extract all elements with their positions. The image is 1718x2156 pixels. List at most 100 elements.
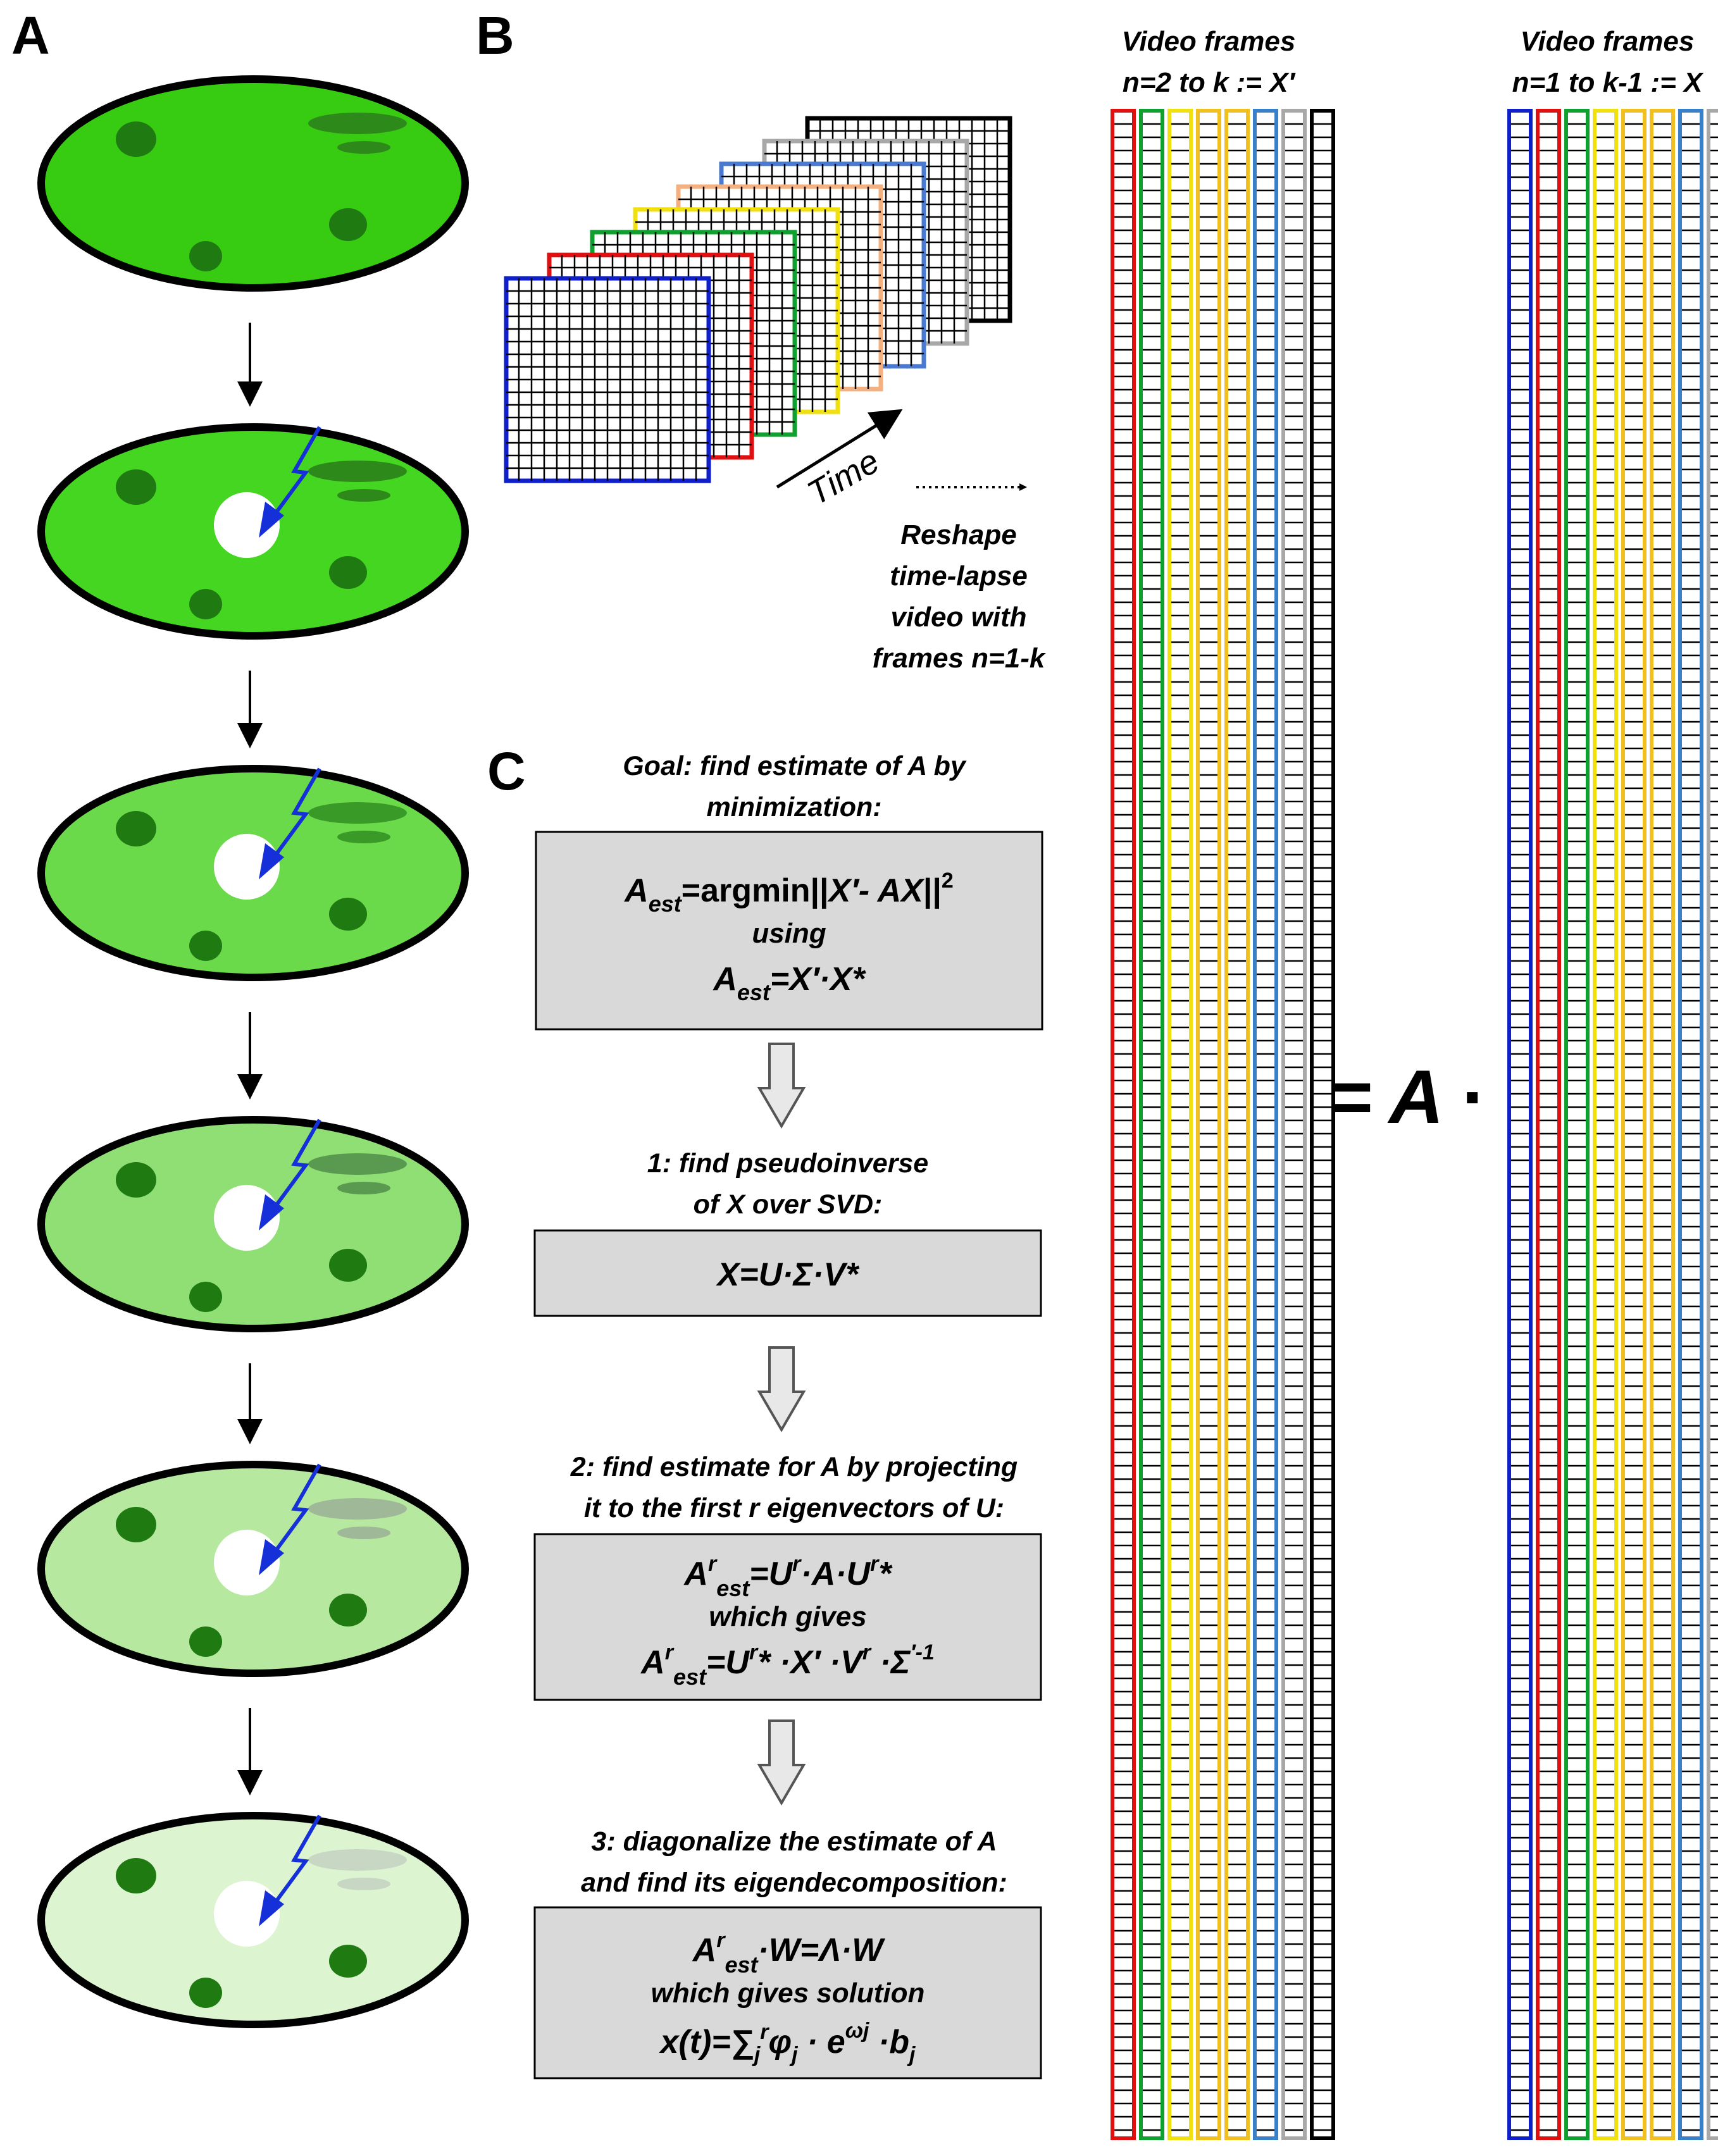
column-border (1281, 109, 1307, 2140)
matrix-left-title-line-2: n=2 to k := X′ (1123, 67, 1297, 98)
column-border (1621, 109, 1646, 2140)
column-border (1650, 109, 1675, 2140)
sum-j-sub: j (752, 2043, 761, 2067)
matrix-x-prime (1111, 109, 1335, 2140)
sum-r-sup: r (760, 2020, 769, 2044)
vacuole-band (337, 1182, 390, 1194)
reshape-label-line-1: Reshape (900, 519, 1016, 550)
column-border (1536, 109, 1561, 2140)
svd-formula: X=U·Σ·V* (716, 1256, 861, 1293)
eigen-est-sub: est (725, 1952, 759, 1978)
column-cells (1511, 123, 1529, 2131)
laser-bolt-icon (272, 1118, 321, 1210)
matrix-column-8 (1310, 109, 1335, 2140)
organelle (329, 1945, 367, 1978)
vacuole-band (337, 831, 390, 843)
organelle (329, 1249, 367, 1282)
organelle (189, 1282, 222, 1312)
bleach-spot (214, 834, 280, 900)
matrix-column-3 (1564, 109, 1590, 2140)
cell-frame-2 (37, 423, 469, 640)
exp-base: · e (798, 2024, 845, 2060)
vacuole-band (308, 1498, 407, 1520)
vacuole-band (308, 1849, 407, 1871)
column-border (1111, 109, 1136, 2140)
organelle (116, 1507, 156, 1542)
laser-arrowhead-icon (259, 1890, 284, 1926)
organelle (189, 931, 222, 961)
column-border (1507, 109, 1533, 2140)
frame-grid (506, 278, 709, 481)
minimization-box: Aest=argmin||X′- AX||2 using Aest=X′·X* (535, 831, 1043, 1031)
column-border (1564, 109, 1590, 2140)
laser-arrowhead-icon (259, 843, 284, 879)
projection-star: * (878, 1556, 893, 1592)
matrix-column-8 (1707, 109, 1718, 2140)
panel-label-b: B (476, 6, 514, 65)
video-frame-1 (504, 276, 711, 483)
laser-bolt-icon (272, 426, 321, 517)
cell-frame-3 (37, 765, 469, 981)
vacuole-band (337, 1878, 390, 1890)
column-border (1253, 109, 1278, 2140)
step-1-text: 1: find pseudoinverse of X over SVD: (647, 1148, 928, 1220)
matrix-column-4 (1593, 109, 1618, 2140)
solution-eq-u: =U (706, 1644, 750, 1681)
step-3-line-2: and find its eigendecomposition: (581, 1868, 1007, 1898)
laser-bolt-icon (272, 1814, 321, 1905)
cell-frame-6 (37, 1812, 469, 2028)
b-j-sub: j (907, 2043, 916, 2067)
organelle (116, 1858, 156, 1893)
bleach-spot (214, 492, 280, 558)
cell-body (37, 75, 469, 292)
solution-u-sup: r (749, 1640, 759, 1664)
minimization-formula: Aest=argmin||X′- AX||2 (623, 869, 954, 917)
column-border (1310, 109, 1335, 2140)
matrix-right-title-line-2: n=1 to k-1 := X (1512, 67, 1704, 98)
column-cells (1114, 123, 1132, 2131)
column-border (1678, 109, 1703, 2140)
estimate-rhs: =X′·X* (770, 961, 867, 998)
projection-r-sup: r (708, 1552, 718, 1576)
bleach-spot (214, 1185, 280, 1251)
phi-j-sub: j (789, 2043, 799, 2067)
video-frame-stack (504, 116, 1012, 483)
goal-text-line-2: minimization: (706, 792, 881, 822)
column-cells (1228, 123, 1246, 2131)
down-arrow-icon-2 (757, 1346, 806, 1432)
vacuole-band (308, 1153, 407, 1175)
column-border (1139, 109, 1164, 2140)
column-cells (1143, 123, 1161, 2131)
column-border (1167, 109, 1193, 2140)
laser-bolt-icon (272, 1463, 321, 1554)
formula-argmin: =argmin|| (682, 872, 829, 909)
organelle (116, 811, 156, 846)
matrix-x (1507, 109, 1718, 2140)
panel-label-a: A (11, 6, 50, 65)
equals-sign: = (1329, 1055, 1373, 1139)
organelle (329, 208, 367, 241)
goal-text-line-1: Goal: find estimate of A by (623, 751, 967, 781)
formula-a-symbol: A (623, 872, 649, 909)
solution-r-sup: r (665, 1640, 675, 1664)
column-cells (1568, 123, 1586, 2131)
solution-sigma: ·Σ (871, 1644, 911, 1681)
using-text: using (752, 918, 826, 949)
column-cells (1625, 123, 1643, 2131)
matrix-column-7 (1678, 109, 1703, 2140)
eigen-r-sup: r (716, 1928, 726, 1952)
column-border (1196, 109, 1221, 2140)
vacuole-band (337, 1527, 390, 1539)
matrix-left-title-line-1: Video frames (1122, 26, 1296, 57)
matrix-column-5 (1224, 109, 1250, 2140)
matrix-column-2 (1536, 109, 1561, 2140)
matrix-column-5 (1621, 109, 1646, 2140)
matrix-column-7 (1281, 109, 1307, 2140)
phi-symbol: φ (769, 2024, 792, 2060)
vacuole-band (308, 461, 407, 482)
estimate-a-symbol: A (712, 961, 737, 998)
eigen-a: A (692, 1932, 717, 1969)
step-3-line-1: 3: diagonalize the estimate of A (591, 1826, 997, 1857)
laser-bolt-icon (272, 767, 321, 858)
step-1-line-2: of X over SVD: (694, 1189, 883, 1220)
